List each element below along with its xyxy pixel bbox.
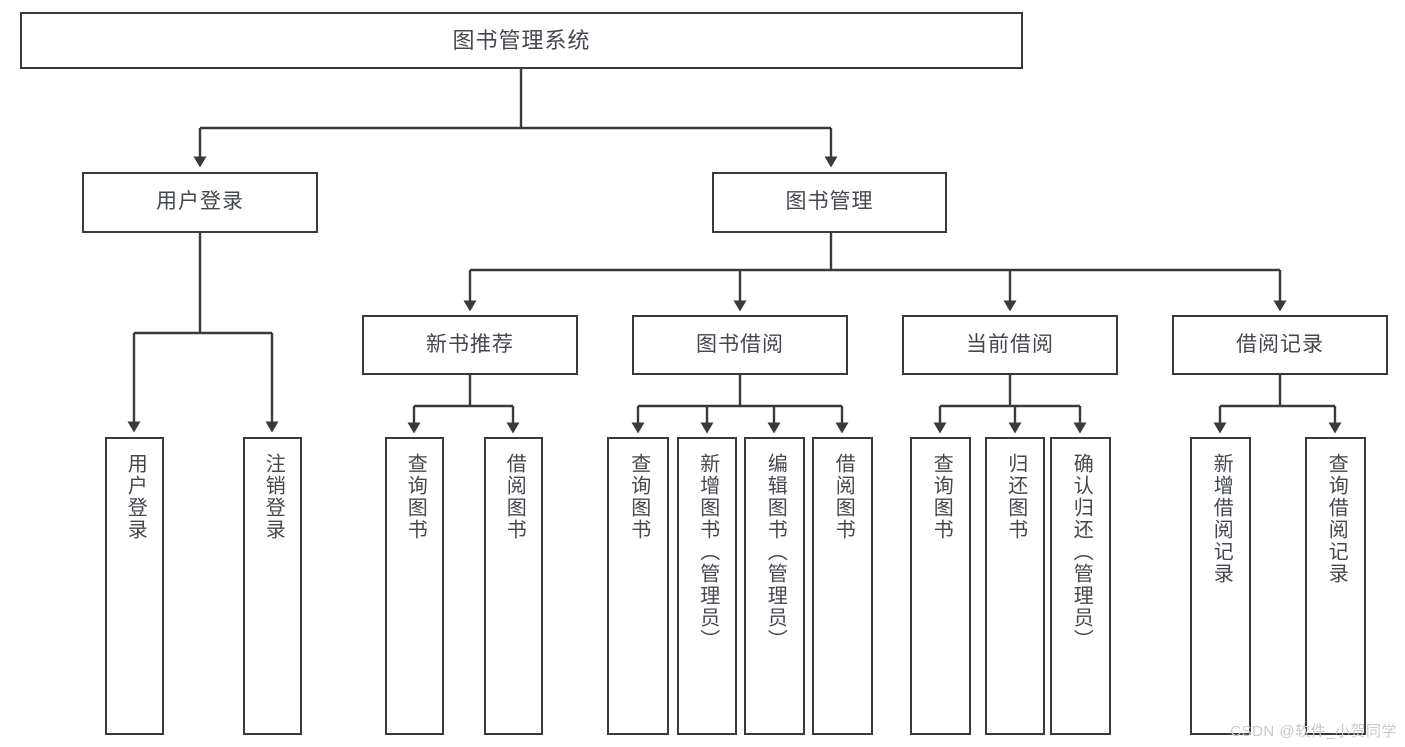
node-leaf-return-book-label: 归还图书	[1004, 453, 1027, 541]
node-book-manage[interactable]: 图书管理	[712, 172, 947, 233]
node-borrow-record[interactable]: 借阅记录	[1172, 315, 1388, 375]
node-leaf-user-login-label: 用户登录	[124, 453, 147, 541]
node-leaf-confirm-return-label: 确认归还（管理员）	[1070, 453, 1093, 651]
node-leaf-query-book-2-label: 查询图书	[627, 453, 650, 541]
node-leaf-add-book[interactable]: 新增图书（管理员）	[677, 437, 737, 735]
node-book-borrow-label: 图书借阅	[696, 332, 784, 356]
node-leaf-edit-book[interactable]: 编辑图书（管理员）	[744, 437, 805, 735]
node-leaf-logout-label: 注销登录	[262, 453, 285, 541]
node-borrow-record-label: 借阅记录	[1236, 332, 1324, 356]
node-book-borrow[interactable]: 图书借阅	[632, 315, 848, 375]
node-leaf-logout[interactable]: 注销登录	[243, 437, 302, 735]
node-new-book-recommend[interactable]: 新书推荐	[362, 315, 578, 375]
node-current-borrow[interactable]: 当前借阅	[902, 315, 1118, 375]
node-leaf-user-login[interactable]: 用户登录	[105, 437, 164, 735]
node-leaf-borrow-book-2[interactable]: 借阅图书	[812, 437, 873, 735]
node-leaf-confirm-return[interactable]: 确认归还（管理员）	[1050, 437, 1111, 735]
node-leaf-query-book-2[interactable]: 查询图书	[607, 437, 669, 735]
watermark: CSDN @软件_小贺同学	[1230, 723, 1397, 740]
node-root[interactable]: 图书管理系统	[20, 12, 1023, 69]
node-leaf-add-record[interactable]: 新增借阅记录	[1190, 437, 1251, 735]
node-leaf-add-record-label: 新增借阅记录	[1210, 453, 1233, 585]
node-leaf-query-book-3[interactable]: 查询图书	[910, 437, 971, 735]
node-leaf-add-book-label: 新增图书（管理员）	[696, 453, 719, 651]
node-root-label: 图书管理系统	[452, 27, 591, 53]
node-current-borrow-label: 当前借阅	[966, 332, 1054, 356]
node-user-login[interactable]: 用户登录	[82, 172, 318, 233]
node-leaf-query-record-label: 查询借阅记录	[1325, 453, 1348, 585]
node-leaf-borrow-book-1-label: 借阅图书	[503, 453, 526, 541]
node-user-login-label: 用户登录	[156, 190, 244, 214]
node-leaf-return-book[interactable]: 归还图书	[985, 437, 1045, 735]
node-leaf-query-book-1-label: 查询图书	[404, 453, 427, 541]
node-leaf-query-book-1[interactable]: 查询图书	[385, 437, 444, 735]
node-book-manage-label: 图书管理	[785, 190, 874, 214]
node-leaf-borrow-book-2-label: 借阅图书	[832, 453, 855, 541]
node-leaf-edit-book-label: 编辑图书（管理员）	[764, 453, 787, 651]
node-new-book-recommend-label: 新书推荐	[426, 332, 514, 356]
node-leaf-query-record[interactable]: 查询借阅记录	[1305, 437, 1366, 735]
node-leaf-query-book-3-label: 查询图书	[930, 453, 953, 541]
node-leaf-borrow-book-1[interactable]: 借阅图书	[484, 437, 543, 735]
